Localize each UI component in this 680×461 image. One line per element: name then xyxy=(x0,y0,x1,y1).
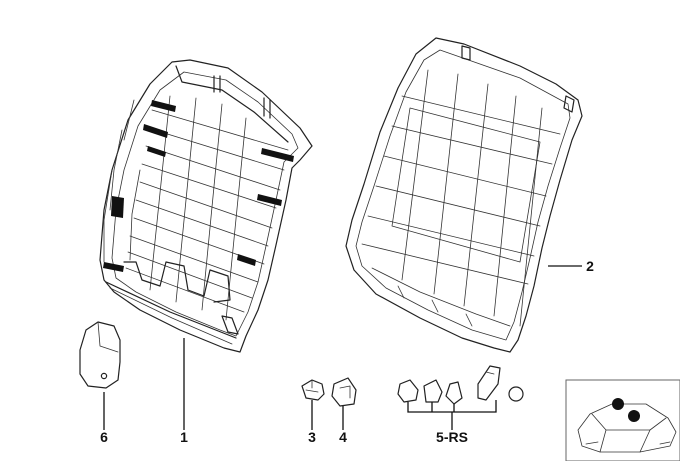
callout-1: 1 xyxy=(180,429,188,445)
callout-6: 6 xyxy=(100,429,108,445)
seat-location-marker-rear xyxy=(628,410,640,422)
callout-labels: 1 2 3 4 5-RS 6 xyxy=(100,258,594,445)
callout-4: 4 xyxy=(339,429,347,445)
cover-cap[interactable] xyxy=(79,321,121,389)
leader-lines xyxy=(103,265,582,430)
repair-set-pieces[interactable] xyxy=(397,365,524,405)
callout-2: 2 xyxy=(586,258,594,274)
callout-5-rs: 5-RS xyxy=(436,429,468,445)
clip-part-4[interactable] xyxy=(331,377,357,407)
backrest-frame[interactable] xyxy=(99,59,313,353)
callout-3: 3 xyxy=(308,429,316,445)
clip-part-3[interactable] xyxy=(301,379,325,401)
seat-location-marker-front xyxy=(612,398,624,410)
backrest-pad[interactable] xyxy=(345,37,583,353)
car-location-icon xyxy=(565,379,680,461)
leader-5-bracket xyxy=(407,400,497,430)
